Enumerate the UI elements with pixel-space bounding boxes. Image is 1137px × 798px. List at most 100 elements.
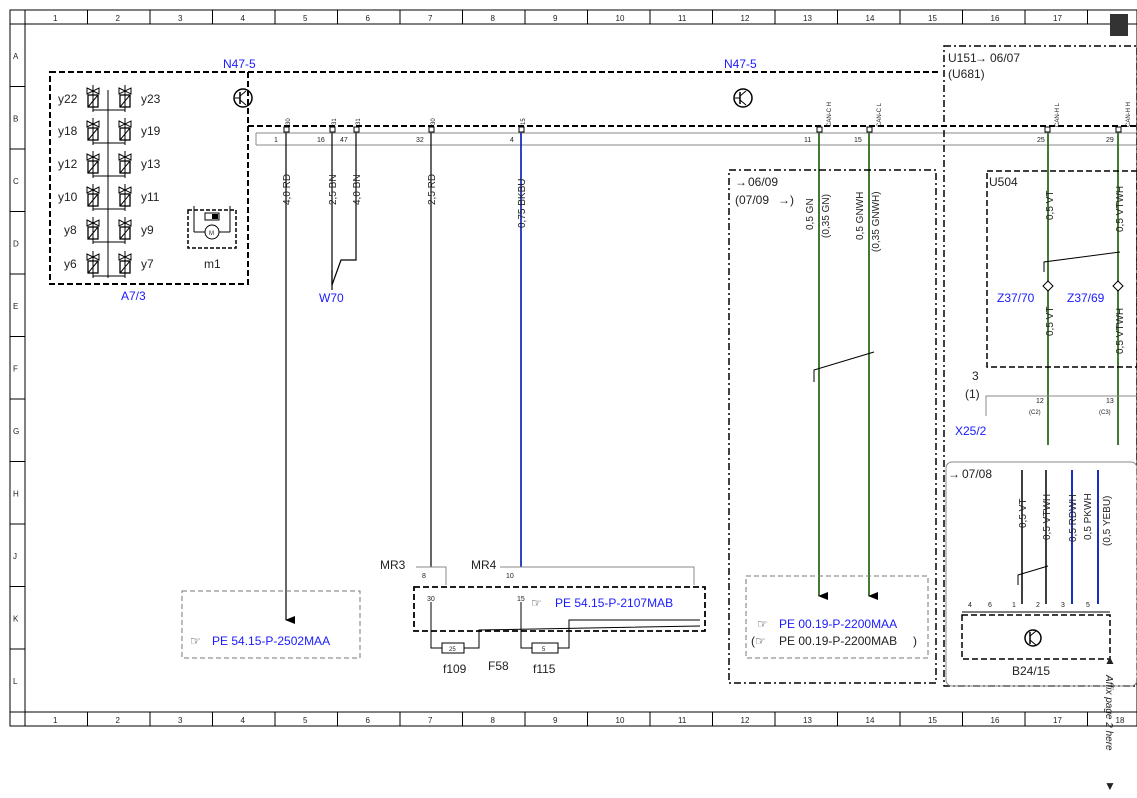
column-number: 15 (928, 14, 937, 23)
ref-arrow-icon: →) (778, 193, 794, 207)
wire-label: 0,5 VT (1045, 191, 1056, 220)
column-number: 10 (616, 14, 625, 23)
column-number: 5 (303, 716, 308, 725)
transistor-icon (733, 88, 753, 108)
pin-number: 1 (274, 137, 278, 144)
wire-label: 0,75 BKBU (517, 179, 528, 228)
mr-pin: 15 (517, 596, 525, 603)
column-number: 6 (366, 14, 371, 23)
row-letter: F (13, 365, 18, 374)
wire-label: 4,0 BN (352, 174, 363, 205)
u504-label: U504 (989, 175, 1018, 189)
row-letter: E (13, 302, 18, 311)
column-number: 12 (741, 716, 750, 725)
row-letter: G (13, 427, 19, 436)
wire-label: 4,0 RD (282, 174, 293, 205)
valve-icon (86, 85, 100, 112)
wire-label: 2,5 BN (328, 174, 339, 205)
affix-note: Affix page 2 here (1103, 674, 1114, 751)
column-number: 9 (553, 14, 558, 23)
mr-pin: 30 (427, 596, 435, 603)
column-number: 13 (803, 14, 812, 23)
wire-label: 0,5 PKWH (1083, 493, 1094, 540)
pin-number: 29 (1106, 137, 1114, 144)
m1-label: m1 (204, 257, 221, 271)
valve-icon (86, 184, 100, 211)
x25-chamber: (C2) (1029, 410, 1041, 416)
pin-label: 31 (332, 118, 338, 125)
pe-link-2107mab[interactable]: PE 54.15-P-2107MAB (555, 596, 673, 610)
b24-pin: 6 (988, 602, 992, 609)
valve-icon (86, 118, 100, 145)
x25-chamber: (C3) (1099, 410, 1111, 416)
column-number: 4 (241, 716, 246, 725)
m1-box (187, 209, 237, 249)
triangle-up-icon: ▲ (1104, 653, 1116, 667)
valve-block (86, 85, 132, 278)
valve-label: y19 (141, 124, 161, 138)
transistor-icon (233, 88, 253, 108)
b24-pin: 1 (1012, 602, 1016, 609)
svg-text:): ) (913, 634, 917, 648)
valve-label: y22 (58, 92, 78, 106)
valve-label: y11 (141, 190, 160, 204)
n47-5-right-label: N47-5 (724, 57, 757, 71)
valve-icon (118, 217, 132, 244)
pe-link-2200maa[interactable]: PE 00.19-P-2200MAA (779, 617, 897, 631)
triangle-down-icon: ▼ (1104, 779, 1116, 793)
x25-pin: 13 (1106, 398, 1114, 405)
row-letter: H (13, 490, 19, 499)
pin-number: 16 (317, 137, 325, 144)
pe-link-2502maa[interactable]: PE 54.15-P-2502MAA (212, 634, 330, 648)
valve-label: y10 (58, 190, 78, 204)
w70-label: W70 (319, 291, 344, 305)
column-number: 16 (991, 14, 1000, 23)
column-number: 14 (866, 716, 875, 725)
pe-link-2200mab[interactable]: PE 00.19-P-2200MAB (779, 634, 897, 648)
mr4-label: MR4 (471, 558, 497, 572)
b24-15-box (961, 614, 1111, 660)
pin-number: 15 (854, 137, 862, 144)
column-number: 15 (928, 716, 937, 725)
column-number: 18 (1116, 716, 1125, 725)
ref-arrow-icon: → (975, 51, 987, 65)
hand-pointer-icon: ☞ (531, 596, 542, 610)
row-letter: B (13, 115, 18, 124)
pin-label: 15 (521, 118, 527, 125)
column-number: 9 (553, 716, 558, 725)
u504-box (986, 170, 1137, 368)
row-letter: L (13, 677, 18, 686)
u151-ref: 06/07 (990, 51, 1020, 65)
wire-label: 0,5 GNWH (855, 192, 866, 240)
wire-label: 0,5 GN (805, 198, 816, 230)
column-number: 10 (616, 716, 625, 725)
column-number: 17 (1053, 14, 1062, 23)
mr-pin: 10 (506, 573, 514, 580)
f58-label: F58 (488, 659, 509, 673)
valve-label: y12 (58, 157, 78, 171)
mr3-label: MR3 (380, 558, 406, 572)
column-number: 11 (678, 14, 687, 23)
ref-arrow-icon: → (735, 175, 747, 189)
pe-box-1 (181, 590, 361, 659)
column-number: 12 (741, 14, 750, 23)
z37-69-label: Z37/69 (1067, 291, 1105, 305)
a7-3-label: A7/3 (121, 289, 146, 303)
corner-badge-icon (1110, 14, 1128, 36)
f115-label: f115 (533, 662, 556, 676)
pin-number: 4 (510, 137, 514, 144)
column-number: 3 (178, 716, 183, 725)
column-ruler: 1122334455667788991010111112121313141415… (24, 10, 1125, 726)
wire-label: 0,5 VT (1018, 499, 1029, 528)
column-number: 17 (1053, 716, 1062, 725)
column-number: 13 (803, 716, 812, 725)
pin-label: CAN-C L (877, 102, 883, 127)
z37-70-label: Z37/70 (997, 291, 1035, 305)
valve-icon (118, 151, 132, 178)
wire-label: 0,5 VTWH (1115, 308, 1126, 354)
n47-5-left-label: N47-5 (223, 57, 256, 71)
pin-label: CAN-C H (827, 102, 833, 127)
x25-pin: 3 (972, 369, 979, 383)
column-number: 7 (428, 716, 433, 725)
